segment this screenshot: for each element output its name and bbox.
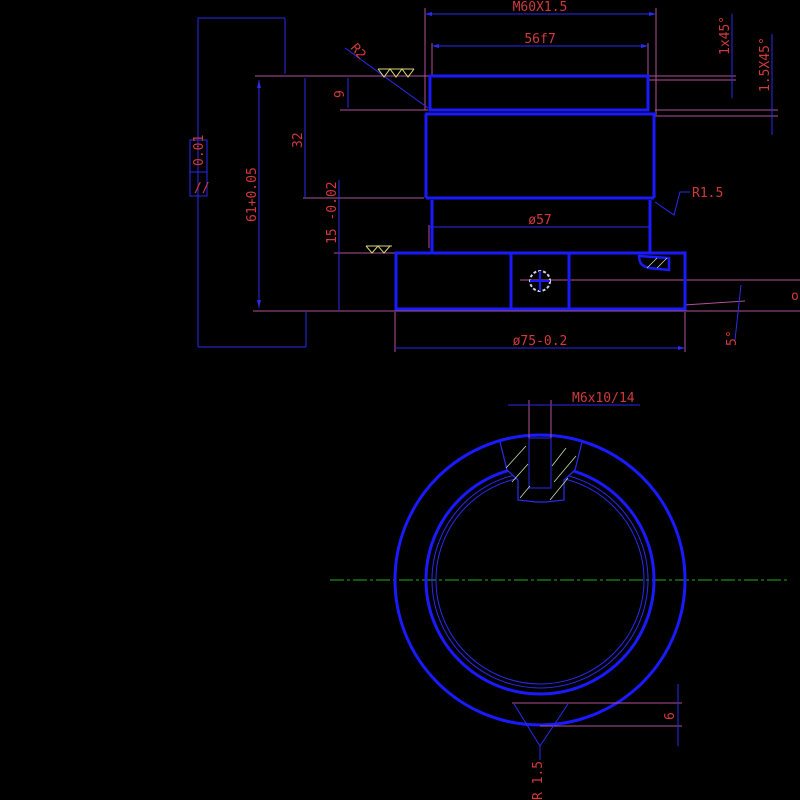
surface-finish-symbol-base [365,245,392,254]
diameter-57-dimension: ø57 [528,213,551,228]
height-32-dimension: 32 [291,132,306,148]
tolerance-value: 0.01 [192,135,207,166]
angle-dimension: 5° [725,330,740,346]
diameter-75-dimension: ø75-0.2 [513,334,568,349]
radius-top-dimension: R2 [347,41,369,63]
height-total-dimension: 61+0.05 [245,167,260,222]
height-15-dimension: 15 -0.02 [325,181,340,244]
tapped-hole-dimension: M6x10/14 [572,391,635,406]
radius-bottom-dimension: R 1.5 [531,761,546,800]
plan-view: M6x10/14 6 R 1.5 [330,391,790,800]
radius-mid-dimension: R1.5 [692,186,723,201]
angle-right-label: o [791,289,799,304]
surface-finish-symbol-top [377,68,415,78]
depth-6-dimension: 6 [663,712,678,720]
tolerance-symbol: // [194,181,210,196]
fit-diameter-dimension: 56f7 [524,32,555,47]
height-9-dimension: 9 [333,90,348,98]
chamfer-1-dimension: 1x45° [718,16,733,55]
chamfer-2-dimension: 1.5X45° [758,37,773,92]
thread-dimension: M60X1.5 [513,0,568,15]
section-view: M60X1.5 56f7 ø57 ø75-0.2 R1.5 o R2 1x45°… [189,0,800,352]
